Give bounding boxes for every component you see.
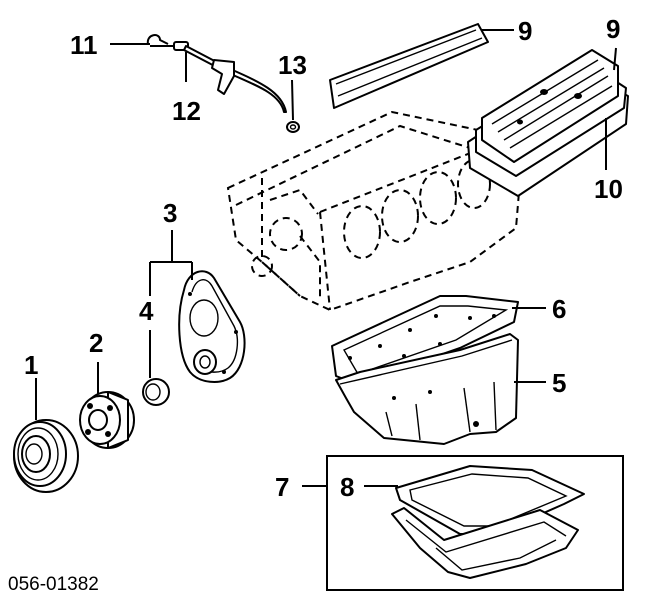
callout-8: 8 <box>340 472 354 502</box>
callout-11: 11 <box>70 30 98 60</box>
callout-1: 1 <box>24 350 38 380</box>
front-crank-seal <box>142 378 170 406</box>
dipstick-tube <box>183 45 287 113</box>
callout-6: 6 <box>552 294 566 324</box>
callout-12: 12 <box>172 96 201 126</box>
leader-lines <box>35 29 617 487</box>
callout-3: 3 <box>163 198 177 228</box>
detail-box <box>326 455 624 591</box>
callout-5: 5 <box>552 368 566 398</box>
callout-10: 10 <box>594 174 623 204</box>
dipstick <box>146 34 189 51</box>
harmonic-balancer <box>13 419 79 493</box>
callout-4: 4 <box>139 296 154 326</box>
reference-code: 056-01382 <box>8 574 99 595</box>
pulley-hub <box>79 391 135 449</box>
callout-9-cover: 9 <box>606 14 620 44</box>
callout-9-gasket: 9 <box>518 16 532 46</box>
callout-7: 7 <box>275 472 289 502</box>
callout-13: 13 <box>278 50 307 80</box>
transmission-pan <box>391 507 579 579</box>
o-ring <box>286 121 300 133</box>
valve-cover-gasket-left <box>329 23 489 109</box>
timing-cover <box>178 270 246 383</box>
transmission-pan-gasket <box>395 465 585 535</box>
valve-cover <box>467 49 629 197</box>
callout-2: 2 <box>89 328 103 358</box>
oil-pan <box>335 333 519 445</box>
